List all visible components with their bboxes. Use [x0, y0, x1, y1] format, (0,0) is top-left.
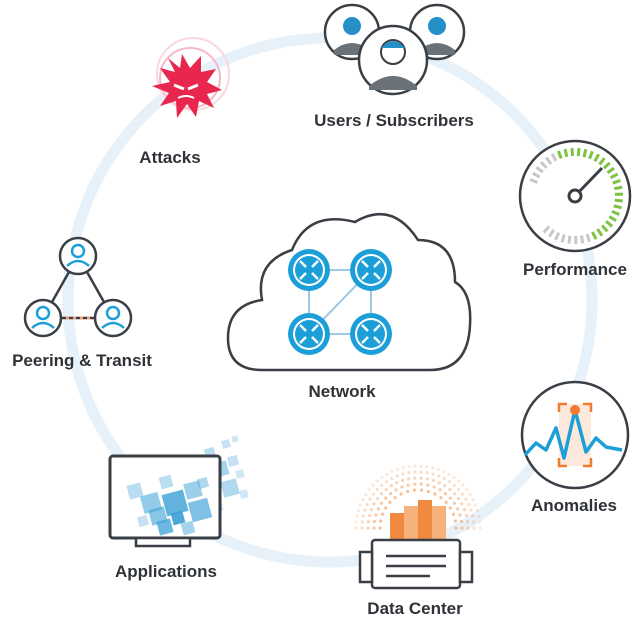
gauge-icon: [518, 139, 632, 253]
applications-label: Applications: [114, 562, 218, 581]
virus-icon: [152, 37, 230, 118]
router-icon: [288, 249, 330, 291]
router-icon: [350, 313, 392, 355]
router-icon: [288, 313, 330, 355]
performance-label: Performance: [523, 260, 627, 279]
network-label: Network: [308, 382, 376, 401]
server-icon: [354, 464, 482, 590]
datacenter-label: Data Center: [367, 599, 463, 618]
router-icon: [350, 249, 392, 291]
users-icon: [323, 3, 466, 96]
anomalies-label: Anomalies: [531, 496, 617, 515]
users-label: Users / Subscribers: [314, 111, 474, 130]
attacks-label: Attacks: [139, 148, 201, 167]
anomaly-spike-icon: [520, 380, 630, 490]
peering-triangle-icon: [23, 236, 133, 338]
peering-label: Peering & Transit: [12, 351, 152, 370]
monitor-icon: [108, 435, 249, 548]
network-cloud-icon: [226, 213, 472, 372]
